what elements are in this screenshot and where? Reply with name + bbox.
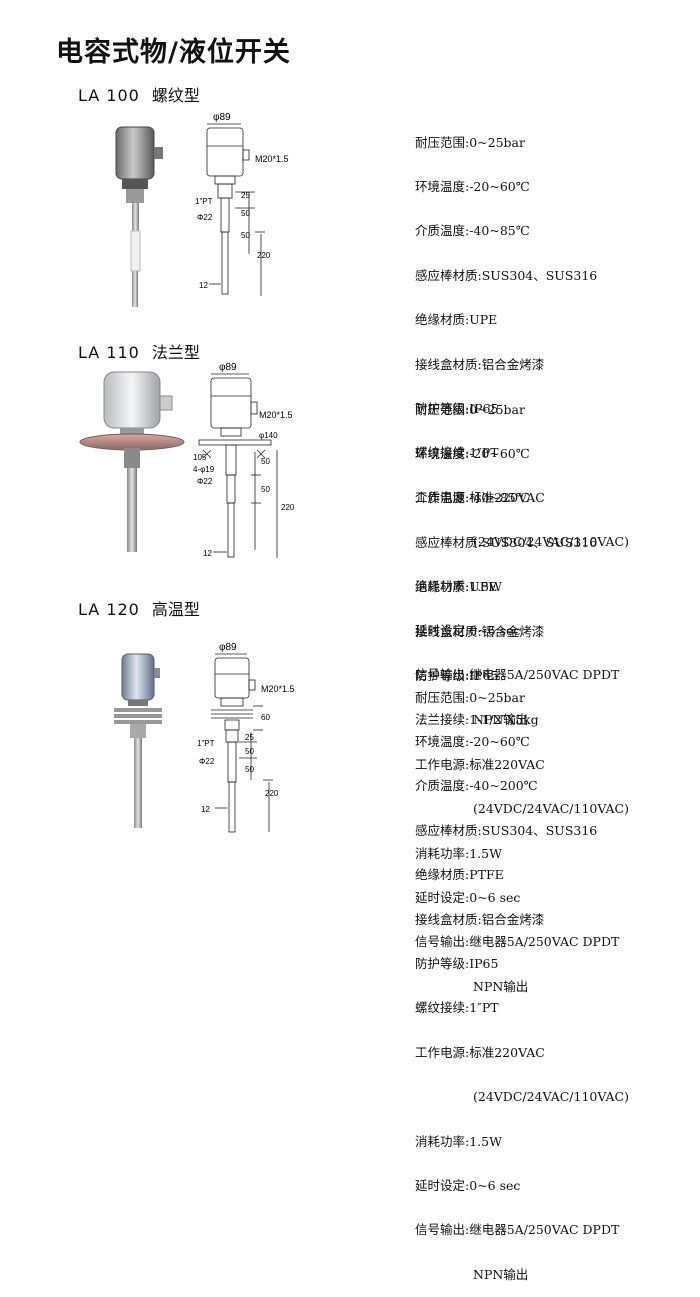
product-photo-la110 bbox=[79, 371, 185, 552]
spec-line: 绝缘材质:UPE bbox=[415, 579, 498, 595]
dim-thread: M20*1.5 bbox=[259, 410, 293, 420]
dim-1: 25 bbox=[241, 191, 250, 200]
model-heading-la120: LA 120 高温型 bbox=[78, 596, 200, 620]
spec-line: 介质温度:-40~85℃ bbox=[415, 490, 530, 506]
dim-thread: M20*1.5 bbox=[255, 154, 289, 164]
dim-conn: 1"PT bbox=[197, 739, 215, 748]
dim-2: 50 bbox=[261, 485, 270, 494]
spec-line: 介质温度:-40~85℃ bbox=[415, 223, 530, 239]
spec-list-la100: 耐压范围:0~25bar 环境温度:-20~60℃ 介质温度:-40~85℃ 感… bbox=[415, 106, 629, 742]
spec-line: 工作电源:标准220VAC bbox=[415, 756, 545, 772]
model-code: LA 100 bbox=[78, 86, 140, 105]
model-name: 螺纹型 bbox=[151, 86, 200, 105]
model-heading-la110: LA 110 法兰型 bbox=[78, 339, 200, 363]
spec-line: 绝缘材质:UPE bbox=[415, 312, 498, 328]
spec-line: (24VDC/24VAC/110VAC) bbox=[473, 1089, 629, 1105]
spec-line: 接线盒材质:铝合金烤漆 bbox=[415, 911, 545, 927]
dim-flange: φ140 bbox=[259, 431, 278, 440]
dim-1: 25 bbox=[245, 733, 254, 742]
spec-line: 耐压范围:0~25bar bbox=[415, 689, 525, 705]
spec-line: 消耗功率:1.5W bbox=[415, 1133, 502, 1149]
spec-line: 延时设定:0~6 sec bbox=[415, 622, 521, 638]
spec-line: NPN输出 bbox=[473, 711, 529, 727]
spec-line: 耐压范围:0~25bar bbox=[415, 401, 525, 417]
dim-fin: 60 bbox=[261, 713, 270, 722]
product-photo-la120 bbox=[114, 653, 162, 828]
spec-line: 螺纹接续:1″PT bbox=[415, 1000, 499, 1016]
spec-line: 绝缘材质:PTFE bbox=[415, 867, 504, 883]
dim-4: 220 bbox=[257, 251, 271, 260]
dim-conn: 1"PT bbox=[195, 197, 213, 206]
dim-3: 220 bbox=[281, 503, 295, 512]
spec-line: 工作电源:标准220VAC bbox=[415, 489, 545, 505]
dim-holes: 4-φ19 bbox=[193, 465, 215, 474]
dim-top: φ89 bbox=[213, 112, 231, 123]
spec-line: (24VDC/24VAC/110VAC) bbox=[473, 534, 629, 550]
spec-line: 防护等级:IP65 bbox=[415, 400, 499, 416]
dim-3: 50 bbox=[245, 765, 254, 774]
spec-line: 法兰接续:1-1/2″X5kg bbox=[415, 712, 539, 728]
model-code: LA 110 bbox=[78, 343, 140, 362]
spec-line: 消耗功率:1.5W bbox=[415, 845, 502, 861]
dim-5: 12 bbox=[199, 281, 208, 290]
spec-line: 环境温度:-20~60℃ bbox=[415, 178, 530, 194]
dim-4: 12 bbox=[203, 549, 212, 558]
dim-2: 50 bbox=[245, 747, 254, 756]
dim-rod: Φ22 bbox=[197, 477, 213, 486]
page-title: 电容式物/液位开关 bbox=[56, 37, 291, 68]
spec-line: 感应棒材质:SUS304、SUS316 bbox=[415, 534, 598, 550]
model-heading-la100: LA 100 螺纹型 bbox=[78, 82, 200, 106]
spec-line: 螺纹接续:1″PT bbox=[415, 445, 499, 461]
dimension-drawing-la120: φ89 M20*1.5 60 1"PT Φ22 25 50 50 220 12 bbox=[197, 642, 295, 833]
model-name: 法兰型 bbox=[151, 343, 200, 362]
spec-line: (24VDC/24VAC/110VAC) bbox=[473, 801, 629, 817]
dim-rod: Φ22 bbox=[199, 757, 215, 766]
spec-line: 防护等级:IP65 bbox=[415, 955, 499, 971]
dim-5: 12 bbox=[201, 805, 210, 814]
dim-thread: M20*1.5 bbox=[261, 684, 295, 694]
spec-line: NPN输出 bbox=[473, 1266, 529, 1282]
dimension-drawing-la110: φ89 M20*1.5 φ140 105 4-φ19 Φ22 50 50 220… bbox=[193, 362, 295, 558]
model-name: 高温型 bbox=[151, 600, 200, 619]
product-photo-la100 bbox=[115, 126, 163, 307]
spec-line: 防护等级:IP65 bbox=[415, 667, 499, 683]
dimension-drawing-la100: φ89 M20*1.5 1"PT Φ22 25 50 50 220 12 bbox=[195, 112, 289, 296]
spec-line: 接线盒材质:铝合金烤漆 bbox=[415, 623, 545, 639]
model-code: LA 120 bbox=[78, 600, 140, 619]
dim-top: φ89 bbox=[219, 642, 237, 653]
spec-line: 环境温度:-20~60℃ bbox=[415, 733, 530, 749]
spec-line: 消耗功率:1.5W bbox=[415, 578, 502, 594]
spec-list-la120: 耐压范围:0~25bar 环境温度:-20~60℃ 介质温度:-40~200℃ … bbox=[415, 661, 629, 1297]
dim-1: 50 bbox=[261, 457, 270, 466]
dim-top: φ89 bbox=[219, 362, 237, 373]
dim-3: 50 bbox=[241, 231, 250, 240]
spec-line: 工作电源:标准220VAC bbox=[415, 1044, 545, 1060]
dim-rod: Φ22 bbox=[197, 213, 213, 222]
spec-line: 信号输出:继电器5A/250VAC DPDT bbox=[415, 667, 620, 683]
dim-2: 50 bbox=[241, 209, 250, 218]
spec-line: 耐压范围:0~25bar bbox=[415, 134, 525, 150]
spec-line: 接线盒材质:铝合金烤漆 bbox=[415, 356, 545, 372]
spec-line: 感应棒材质:SUS304、SUS316 bbox=[415, 822, 598, 838]
spec-line: 感应棒材质:SUS304、SUS316 bbox=[415, 267, 598, 283]
spec-line: 介质温度:-40~200℃ bbox=[415, 778, 538, 794]
spec-line: 信号输出:继电器5A/250VAC DPDT bbox=[415, 1222, 620, 1238]
dim-4: 220 bbox=[265, 789, 279, 798]
spec-line: 延时设定:0~6 sec bbox=[415, 1177, 521, 1193]
spec-line: 环境温度:-20~60℃ bbox=[415, 445, 530, 461]
dim-bolt: 105 bbox=[193, 453, 207, 462]
